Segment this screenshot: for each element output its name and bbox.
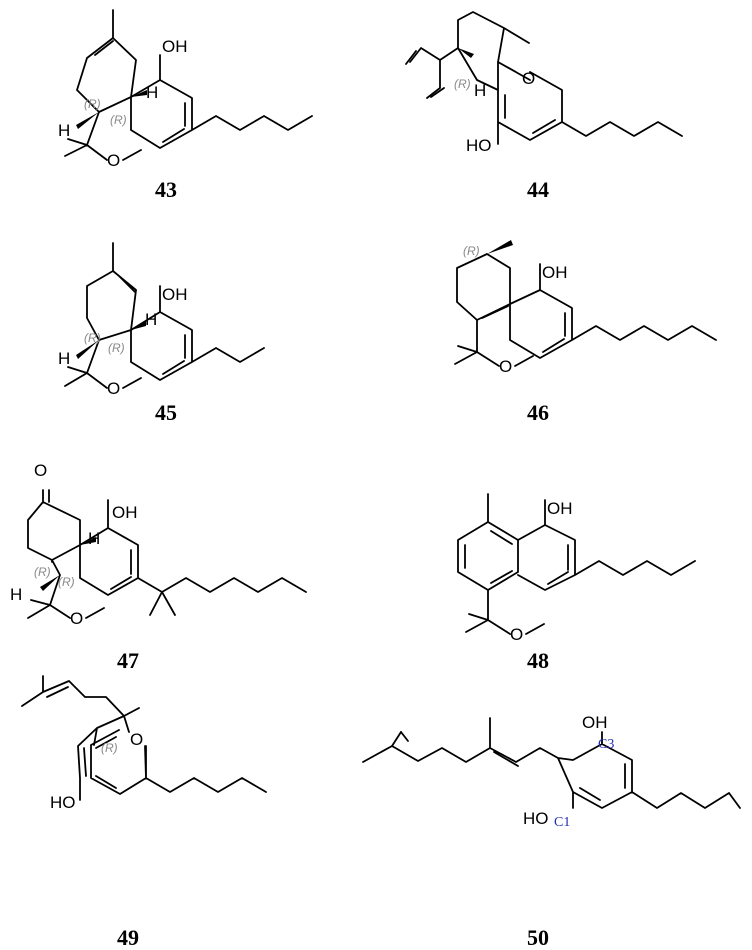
hydrogen-label: H xyxy=(146,83,158,102)
compound-number: 48 xyxy=(527,648,549,673)
compound-47-structure: O OH O H H (R) (R) xyxy=(10,461,307,628)
ring-oxygen-label: O xyxy=(522,69,535,88)
stereo-descriptor: (R) xyxy=(34,565,51,579)
compound-number: 49 xyxy=(117,925,139,950)
hydroxyl-label: HO xyxy=(466,136,492,155)
compound-number: 45 xyxy=(155,400,177,425)
compound-number: 44 xyxy=(527,177,549,202)
hydroxyl-label: HO xyxy=(50,793,76,812)
ketone-oxygen-label: O xyxy=(34,461,47,480)
ring-oxygen-label: O xyxy=(130,730,143,749)
ring-oxygen-label: O xyxy=(107,151,120,170)
stereo-descriptor: (R) xyxy=(84,97,101,111)
stereo-descriptor: (R) xyxy=(463,244,480,258)
ring-oxygen-label: O xyxy=(107,379,120,398)
ring-oxygen-label: O xyxy=(510,625,523,644)
stereo-descriptor: (R) xyxy=(58,575,75,589)
hydroxyl-label: OH xyxy=(582,713,608,732)
stereo-descriptor: (R) xyxy=(84,331,101,345)
hydrogen-label: H xyxy=(145,310,157,329)
carbon-number-label: C3 xyxy=(598,737,614,752)
compound-46-structure: OH O (R) xyxy=(454,240,717,376)
hydrogen-label: H xyxy=(58,349,70,368)
compound-number: 47 xyxy=(117,648,139,673)
hydrogen-label: H xyxy=(88,529,100,548)
compound-number: 43 xyxy=(155,177,177,202)
hydrogen-label: H xyxy=(474,81,486,100)
stereo-descriptor: (R) xyxy=(110,113,127,127)
compound-number: 46 xyxy=(527,400,549,425)
hydroxyl-label: HO xyxy=(523,809,549,828)
hydroxyl-label: OH xyxy=(162,37,188,56)
compound-48-structure: OH O xyxy=(457,493,696,644)
hydroxyl-label: OH xyxy=(547,499,573,518)
hydroxyl-label: OH xyxy=(542,263,568,282)
carbon-number-label: C1 xyxy=(554,815,570,830)
stereo-descriptor: (R) xyxy=(454,77,471,91)
ring-oxygen-label: O xyxy=(70,609,83,628)
compound-45-structure: OH O H H (R) (R) xyxy=(58,242,265,398)
compound-50-structure: OH HO C3 C1 xyxy=(362,713,741,830)
hydroxyl-label: OH xyxy=(112,503,138,522)
compound-number: 50 xyxy=(527,925,549,950)
stereo-descriptor: (R) xyxy=(108,341,125,355)
compound-43-structure: OH O H H (R) (R) xyxy=(58,9,313,170)
ring-oxygen-label: O xyxy=(499,357,512,376)
compound-44-structure: O HO H (R) xyxy=(405,11,683,155)
hydroxyl-label: OH xyxy=(162,285,188,304)
stereo-descriptor: (R) xyxy=(101,741,118,755)
hydrogen-label: H xyxy=(10,585,22,604)
compound-49-structure: O HO (R) xyxy=(21,675,267,812)
hydrogen-label: H xyxy=(58,121,70,140)
